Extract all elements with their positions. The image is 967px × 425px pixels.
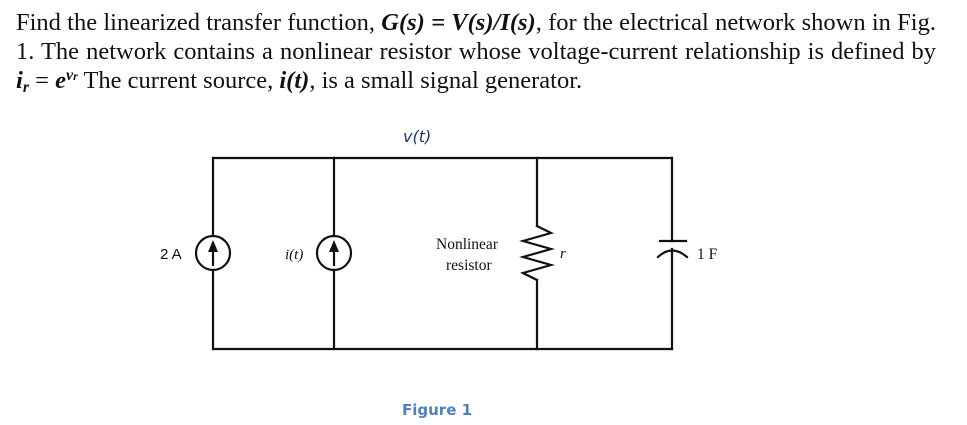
node-voltage-label: v(t)	[403, 127, 432, 146]
problem-text-3: The current source,	[77, 67, 280, 94]
up-arrow-icon	[329, 240, 339, 252]
up-arrow-icon	[208, 240, 218, 252]
exponential-expression: evr	[55, 67, 78, 94]
dc-source-label: 2 A	[160, 246, 182, 263]
problem-statement: Find the linearized transfer function, G…	[16, 8, 936, 96]
resistor-label-line2: resistor	[446, 257, 492, 274]
ir-symbol: ir	[16, 67, 30, 96]
problem-text-4: , is a small signal generator.	[309, 67, 583, 94]
equals-sign: =	[29, 67, 56, 94]
resistor-zigzag	[518, 224, 556, 282]
source-symbol: i(t)	[279, 67, 310, 94]
problem-text-2: , for the electrical network shown in Fi…	[16, 9, 936, 65]
problem-text-1: Find the linearized transfer function,	[16, 9, 382, 36]
resistor-symbol-label: r	[560, 246, 566, 262]
capacitor-label: 1 F	[697, 246, 718, 263]
figure-caption: Figure 1	[402, 401, 473, 419]
signal-source-label: i(t)	[285, 247, 303, 263]
resistor-label-line1: Nonlinear	[436, 236, 499, 253]
transfer-function: G(s) = V(s)/I(s)	[381, 9, 536, 36]
